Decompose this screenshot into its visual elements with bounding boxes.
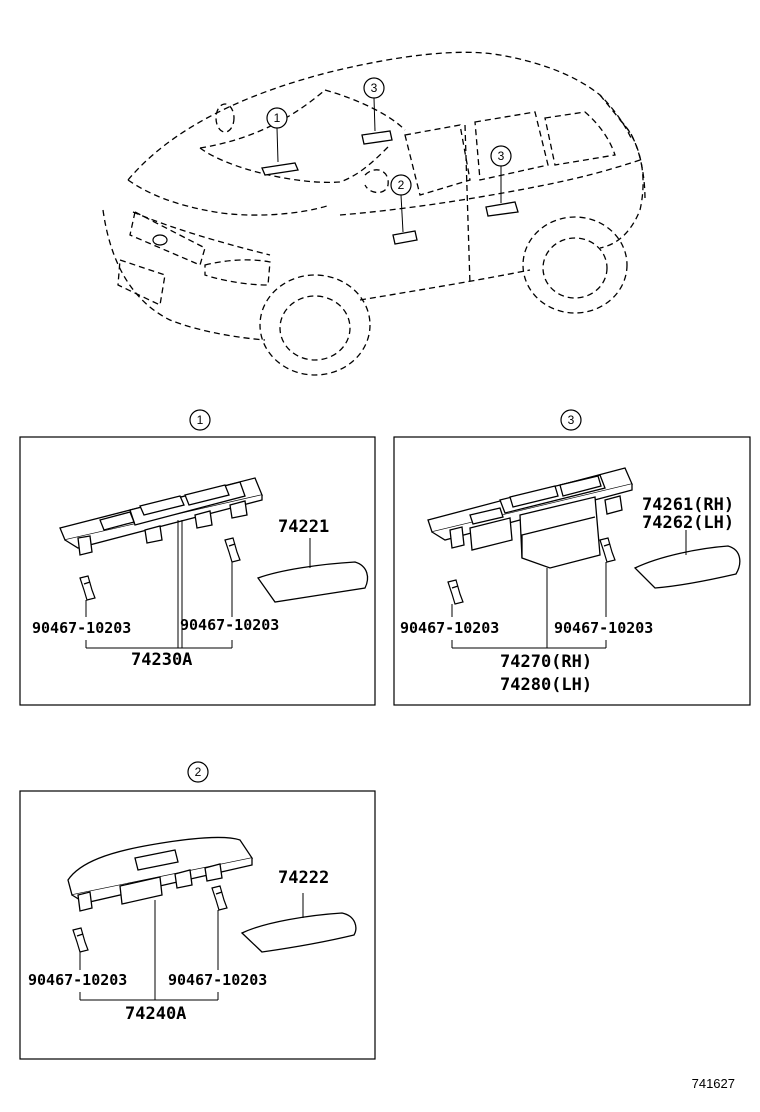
panel-3-cover-rh-label: 74261(RH) (642, 495, 734, 515)
panel-2-clip-right (211, 885, 228, 911)
panel-2-clip-left-label: 90467-10203 (28, 971, 127, 989)
svg-text:3: 3 (498, 149, 505, 163)
panel-1-switch-base (59, 477, 263, 556)
panel-3-clip-right (599, 537, 616, 563)
panel-3-clip-right-label: 90467-10203 (554, 619, 653, 637)
vehicle-switch-parts (261, 130, 519, 245)
panel-2-switch-base (67, 836, 254, 912)
panel-1-clip-right-label: 90467-10203 (180, 616, 279, 634)
panel-3-leaders (451, 530, 687, 649)
panel-1-callout: 1 (189, 409, 211, 431)
panel-1-cover (256, 561, 369, 603)
panel-2-cover (240, 912, 357, 953)
panel-3-cover (633, 545, 741, 589)
panel-1-clip-right (224, 537, 241, 563)
panel-2-frame (19, 790, 376, 1060)
svg-text:1: 1 (274, 111, 281, 125)
panel-1-cover-label: 74221 (278, 517, 329, 537)
panel-1-leaders (85, 520, 311, 649)
vehicle-logo (152, 234, 168, 246)
panel-1-assembly-label: 74230A (131, 650, 192, 670)
panel-3: 3 (393, 409, 751, 706)
vehicle-callout-3-front: 3 (363, 77, 385, 132)
panel-3-assembly-lh-label: 74280(LH) (500, 675, 592, 695)
panel-2-clip-right-label: 90467-10203 (168, 971, 267, 989)
svg-text:2: 2 (195, 765, 202, 779)
panel-2-callout: 2 (187, 761, 209, 783)
panel-2: 2 90467-1020 (19, 761, 376, 1060)
panel-3-clip-left-label: 90467-10203 (400, 619, 499, 637)
panel-3-cover-lh-label: 74262(LH) (642, 513, 734, 533)
svg-text:3: 3 (371, 81, 378, 95)
panel-2-leaders (79, 893, 304, 1001)
vehicle-callout-1: 1 (266, 107, 288, 163)
vehicle-callout-2: 2 (390, 174, 412, 233)
panel-3-switch-base (427, 467, 633, 569)
reference-number: 741627 (692, 1076, 735, 1091)
svg-text:1: 1 (197, 413, 204, 427)
panel-1-frame (19, 436, 376, 706)
svg-text:2: 2 (398, 178, 405, 192)
panel-1-clip-left-label: 90467-10203 (32, 619, 131, 637)
panel-3-assembly-rh-label: 74270(RH) (500, 652, 592, 672)
panel-1-clip-left (79, 575, 96, 601)
panel-3-clip-left (447, 579, 464, 605)
panel-1: 1 (19, 409, 376, 706)
panel-3-frame (393, 436, 751, 706)
panel-3-callout: 3 (560, 409, 582, 431)
panel-2-assembly-label: 74240A (125, 1004, 186, 1024)
panel-2-cover-label: 74222 (278, 868, 329, 888)
panel-2-clip-left (72, 927, 89, 953)
svg-text:3: 3 (568, 413, 575, 427)
vehicle-illustration (102, 51, 646, 376)
vehicle-callout-3-rear: 3 (490, 145, 512, 203)
